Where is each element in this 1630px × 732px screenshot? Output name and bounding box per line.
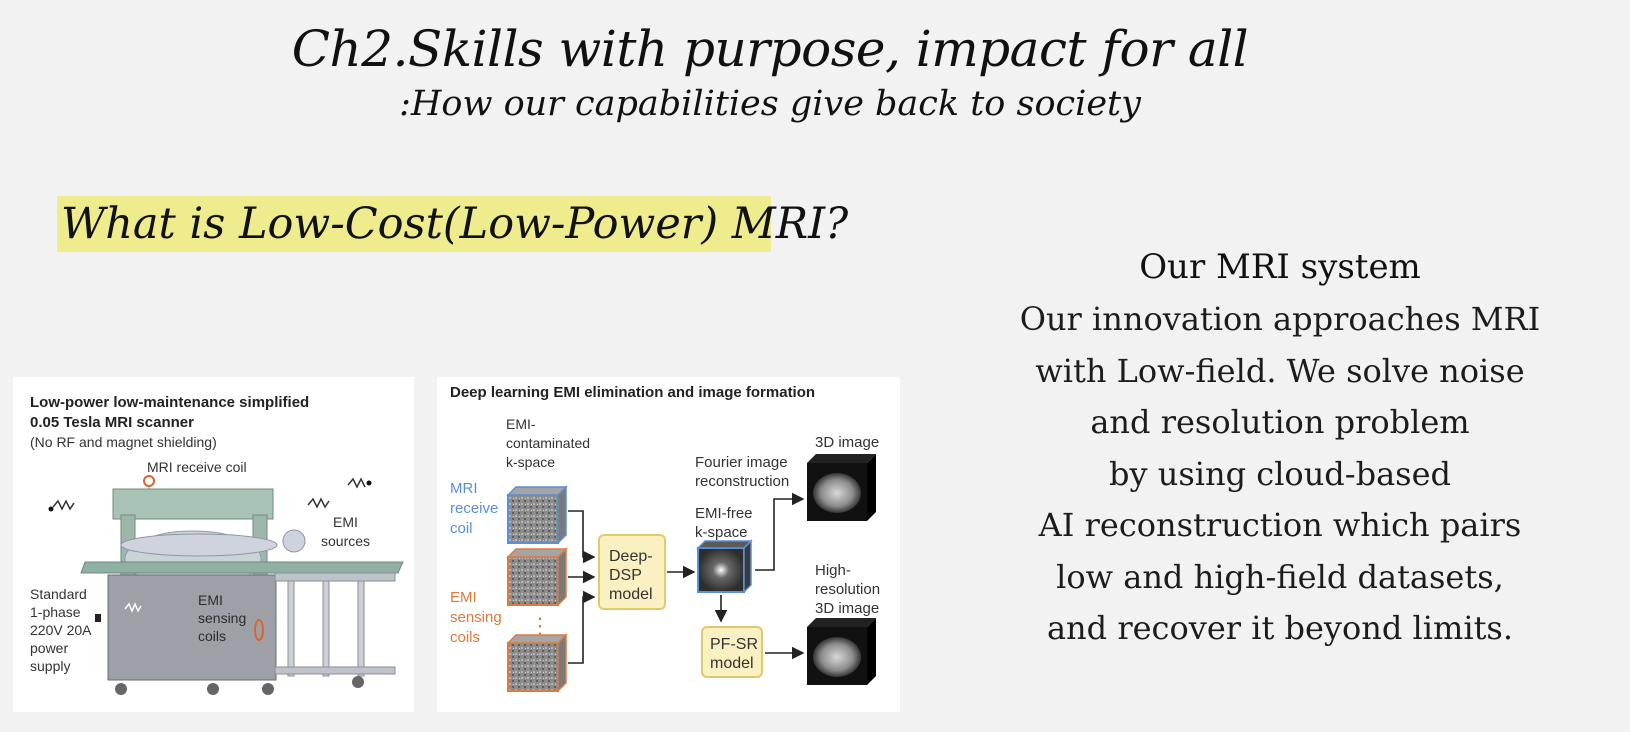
high-res-image-label: High- resolution 3D image [815, 562, 884, 617]
contaminated-kspace-label: EMI- contaminated k-space [506, 416, 594, 470]
3d-image-label: 3D image [815, 434, 879, 451]
description-line: and resolution problem [1090, 403, 1470, 441]
mri-system-heading: Our MRI system [1139, 247, 1421, 287]
slide-title: Ch2.Skills with purpose, impact for all [291, 20, 1249, 78]
emi-pipeline-figure: Deep learning EMI elimination and image … [437, 377, 900, 712]
receive-coil-label: MRI receive coil [147, 459, 247, 475]
mri-receive-coil-label: MRI receive coil [450, 480, 503, 537]
patient-body [120, 533, 278, 557]
more-coils-ellipsis: ⋮ [529, 613, 551, 638]
description-line: and recover it beyond limits. [1046, 609, 1514, 647]
emi-sensing-coils-label: EMI sensing coils [198, 592, 250, 644]
emi-free-kspace-label: EMI-free k-space [695, 505, 757, 541]
emi-wave-icon [52, 499, 75, 511]
emi-sources-label: EMI sources [321, 514, 370, 549]
description-line: Our innovation approaches MRI [1019, 300, 1541, 338]
pipeline-title: Deep learning EMI elimination and image … [450, 384, 815, 401]
emi-sensing-coils-label: EMI sensing coils [450, 589, 506, 646]
pf-sr-model-label: PF-SR model [710, 636, 762, 672]
scanner-title-line1: Low-power low-maintenance simplified [30, 394, 309, 411]
mri-scanner-illustration: Low-power low-maintenance simplified 0.0… [30, 394, 404, 695]
scanner-base [107, 574, 277, 681]
receive-coil-marker [143, 475, 155, 487]
deep-dsp-model-box [598, 534, 666, 610]
magnet-top [112, 488, 274, 520]
question-heading: What is Low-Cost(Low-Power) MRI? [57, 196, 848, 252]
emi-pipeline-diagram: Deep learning EMI elimination and image … [450, 384, 884, 693]
sensing-coil-marker [254, 619, 264, 641]
3d-image-cube [807, 454, 876, 521]
emi-wave-icon [124, 602, 142, 613]
scanner-title-line2: 0.05 Tesla MRI scanner [30, 414, 194, 431]
power-supply-label: Standard 1-phase 220V 20A power supply [30, 586, 95, 674]
fourier-reconstruction-label: Fourier image reconstruction [695, 454, 792, 490]
high-res-3d-image-cube [807, 618, 876, 685]
emi-free-kspace-cube [696, 539, 753, 594]
mri-kspace-cube [506, 485, 568, 545]
scanner-title-line3: (No RF and magnet shielding) [30, 434, 217, 450]
description-line: with Low-field. We solve noise [1035, 351, 1525, 390]
emi-kspace-cube [506, 547, 568, 607]
patient-table [80, 561, 404, 574]
emi-wave-icon [347, 477, 366, 489]
emi-kspace-cube [506, 633, 568, 693]
description-line: by using cloud-based [1109, 454, 1451, 493]
description-line: low and high-field datasets, [1056, 557, 1504, 596]
patient-head [282, 529, 306, 553]
description-line: AI reconstruction which pairs [1038, 506, 1522, 544]
slide-subtitle: :How our capabilities give back to socie… [399, 84, 1141, 124]
mri-system-description: Our MRI system Our innovation approaches… [1000, 240, 1560, 655]
pf-sr-model-box [701, 626, 763, 678]
mri-scanner-figure: Low-power low-maintenance simplified 0.0… [13, 377, 414, 712]
power-plug-icon [95, 614, 101, 622]
deep-dsp-model-label: Deep- DSP model [609, 548, 657, 603]
emi-wave-icon [307, 497, 330, 509]
